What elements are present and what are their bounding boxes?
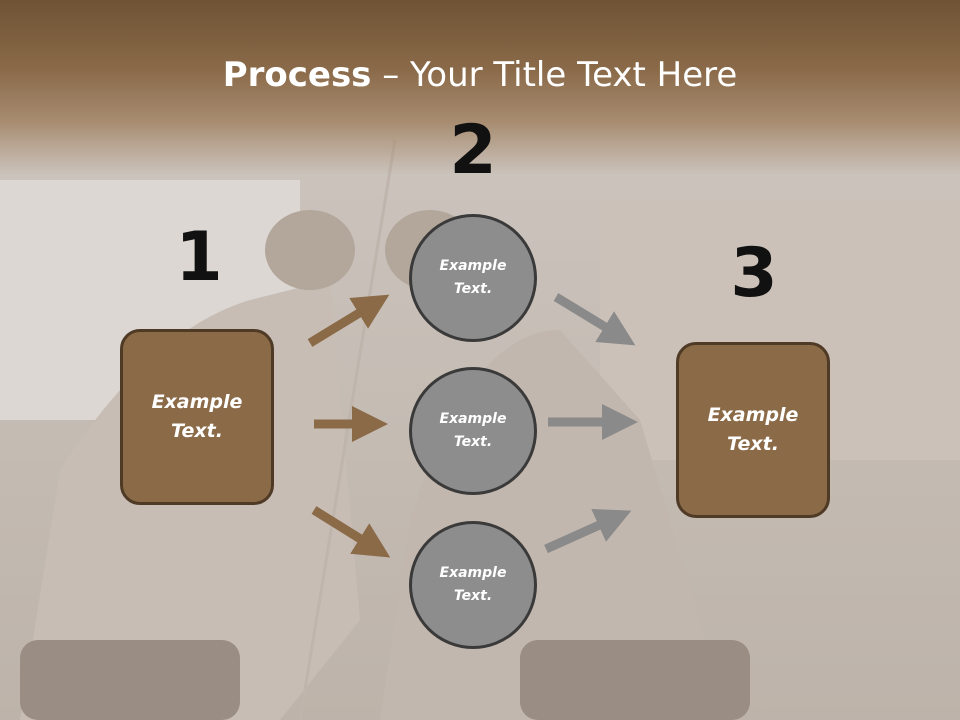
- top-circle-text: Example Text.: [439, 258, 507, 297]
- right-box-text: Example Text.: [707, 404, 799, 455]
- left-box-text: Example Text.: [151, 391, 243, 442]
- middle-circle-text: Example Text.: [439, 411, 507, 450]
- slide-title: Process – Your Title Text Here: [0, 52, 960, 98]
- title-bold: Process: [222, 55, 372, 95]
- bottom-process-circle: Example Text.: [409, 521, 537, 649]
- right-process-box: Example Text.: [676, 342, 830, 518]
- title-rest: – Your Title Text Here: [371, 55, 738, 95]
- arrow-to-bottom-circle: [311, 506, 391, 558]
- step-number-3: 3: [730, 234, 778, 313]
- arrow-from-bottom-circle: [544, 508, 632, 554]
- title-band: [0, 0, 960, 175]
- arrow-from-top-circle: [553, 293, 636, 346]
- top-process-circle: Example Text.: [409, 214, 537, 342]
- arrow-to-top-circle: [307, 294, 390, 347]
- bottom-circle-text: Example Text.: [439, 565, 507, 604]
- step-number-2: 2: [449, 111, 497, 190]
- middle-process-circle: Example Text.: [409, 367, 537, 495]
- step-number-1: 1: [175, 218, 223, 297]
- left-process-box: Example Text.: [120, 329, 274, 505]
